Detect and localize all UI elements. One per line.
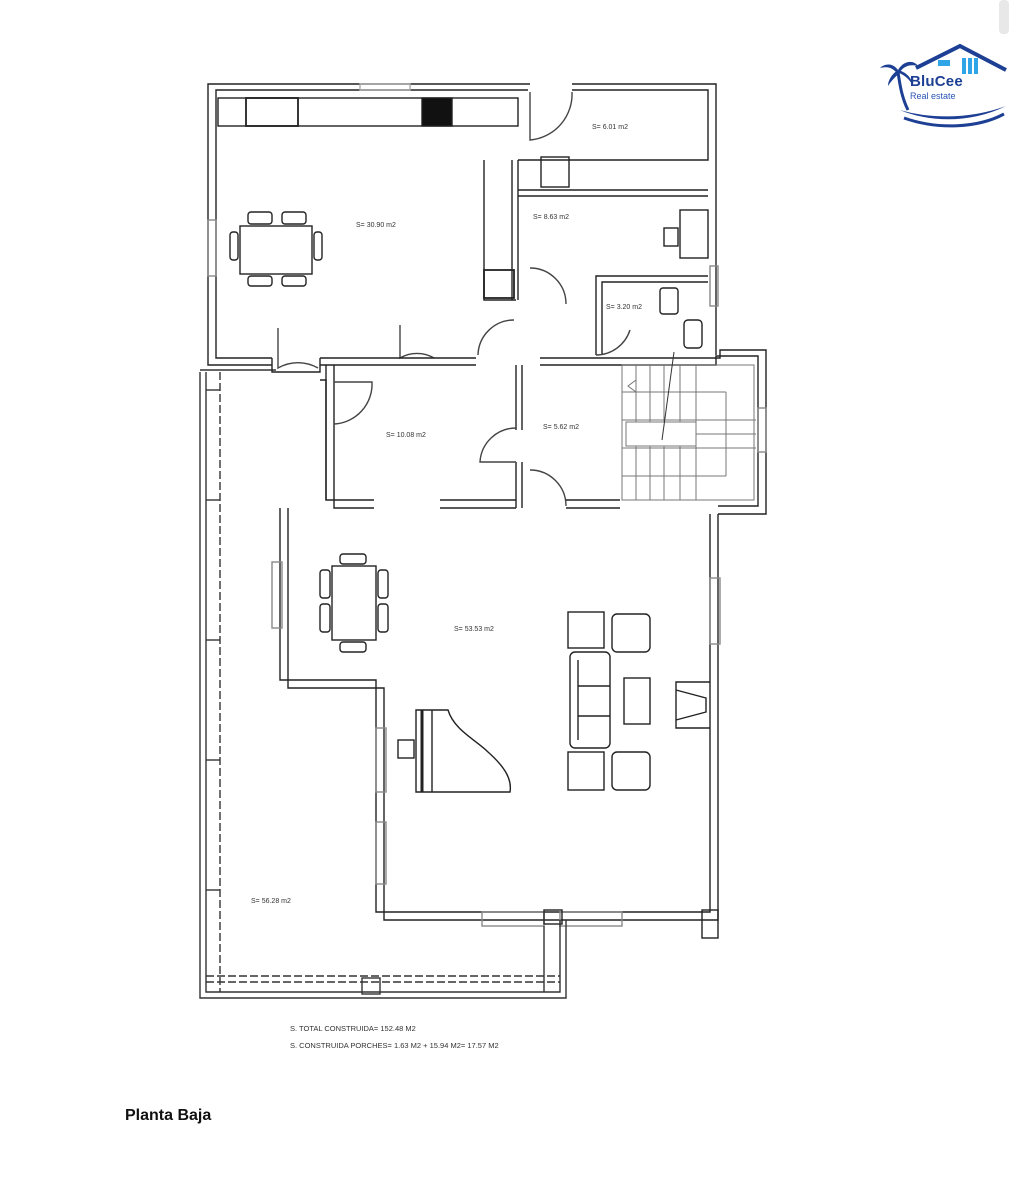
area-summary: S. TOTAL CONSTRUIDA= 152.48 M2 S. CONSTR… [290, 1020, 499, 1054]
scrollbar[interactable] [999, 0, 1009, 34]
room-area-living: S= 53.53 m2 [454, 626, 494, 633]
porch-built-area: S. CONSTRUIDA PORCHES= 1.63 M2 + 15.94 M… [290, 1041, 499, 1050]
total-built-area: S. TOTAL CONSTRUIDA= 152.48 M2 [290, 1024, 416, 1033]
room-area-porch: S= 56.28 m2 [251, 898, 291, 905]
room-area-hall: S= 10.08 m2 [386, 432, 426, 439]
floor-plan-drawing [199, 83, 767, 999]
floor-plan: S= 30.90 m2 S= 6.01 m2 S= 8.63 m2 S= 3.2… [199, 83, 767, 999]
blucee-logo: BluCee Real estate [878, 40, 1010, 130]
room-area-wc: S= 3.20 m2 [606, 304, 642, 311]
plan-caption: Planta Baja [125, 1107, 212, 1124]
room-area-distributor: S= 5.62 m2 [543, 424, 579, 431]
room-area-laundry: S= 6.01 m2 [592, 124, 628, 131]
house-palm-icon [880, 43, 1007, 128]
room-area-kitchen: S= 30.90 m2 [356, 222, 396, 229]
logo-brand: BluCee [910, 73, 963, 90]
logo-tagline: Real estate [910, 91, 956, 101]
room-area-office: S= 8.63 m2 [533, 214, 569, 221]
